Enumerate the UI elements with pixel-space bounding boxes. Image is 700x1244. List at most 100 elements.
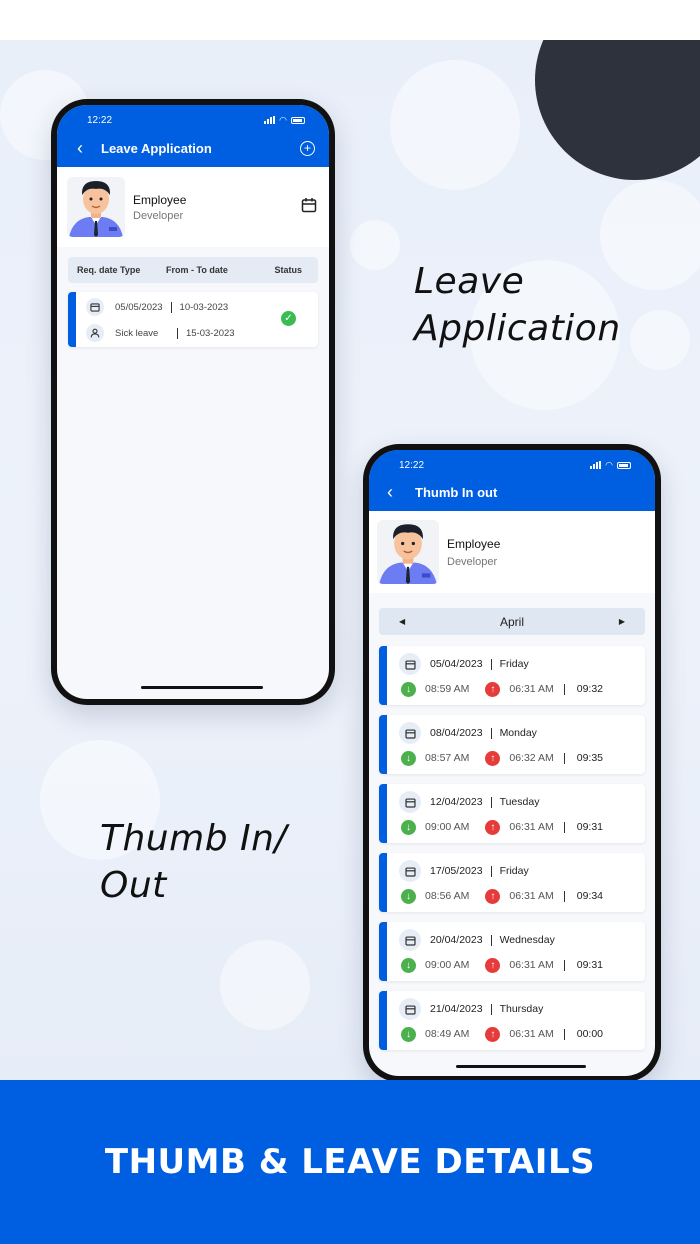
entry-day: Tuesday <box>499 796 540 808</box>
avatar <box>377 520 439 584</box>
duration: 09:35 <box>576 752 604 764</box>
home-indicator <box>141 686 263 689</box>
leave-request-row[interactable]: 05/05/2023 10-03-2023 Sick leave 15-03-2… <box>68 292 318 347</box>
arrow-down-icon: ↓ <box>401 819 416 835</box>
thumb-entry-row[interactable]: 05/04/2023 Friday ↓ 08:59 AM ↑ 06:31 AM … <box>379 646 645 705</box>
entry-date: 21/04/2023 <box>430 1003 483 1015</box>
footer-title: THUMB & LEAVE DETAILS <box>104 1142 596 1182</box>
header-req-date-type: Req. date Type <box>77 265 141 275</box>
entry-day: Friday <box>499 658 529 670</box>
top-strip <box>0 0 700 40</box>
arrow-down-icon: ↓ <box>401 888 416 904</box>
duration: 09:31 <box>576 959 604 971</box>
in-time: 08:57 AM <box>425 752 470 764</box>
calendar-icon <box>399 860 421 882</box>
arrow-down-icon: ↓ <box>401 1026 416 1042</box>
status-time: 12:22 <box>399 459 425 471</box>
thumb-entry-row[interactable]: 08/04/2023 Monday ↓ 08:57 AM ↑ 06:32 AM … <box>379 715 645 774</box>
status-bar: 12:22 ◠ <box>369 450 655 476</box>
employee-avatar-icon <box>67 177 125 237</box>
from-date: 10-03-2023 <box>179 301 229 313</box>
calendar-icon <box>399 722 421 744</box>
avatar <box>67 177 125 237</box>
back-button[interactable]: ‹ <box>77 137 83 158</box>
back-button[interactable]: ‹ <box>387 481 393 502</box>
user-icon <box>86 324 104 342</box>
in-time: 08:59 AM <box>425 683 470 695</box>
arrow-up-icon: ↑ <box>485 888 501 904</box>
duration: 09:34 <box>576 890 604 902</box>
thumb-screen: 12:22 ◠ ‹ Thumb In out <box>369 450 655 1076</box>
thumb-entry-row[interactable]: 12/04/2023 Tuesday ↓ 09:00 AM ↑ 06:31 AM… <box>379 784 645 843</box>
to-date: 15-03-2023 <box>186 327 235 339</box>
thumb-app-bar: 12:22 ◠ ‹ Thumb In out <box>369 450 655 511</box>
duration: 09:32 <box>576 683 604 695</box>
wifi-icon: ◠ <box>605 460 613 470</box>
profile-card: Employee Developer <box>369 511 655 593</box>
thumb-entry-row[interactable]: 17/05/2023 Friday ↓ 08:56 AM ↑ 06:31 AM … <box>379 853 645 912</box>
thumb-entry-row[interactable]: 20/04/2023 Wednesday ↓ 09:00 AM ↑ 06:31 … <box>379 922 645 981</box>
entry-date: 12/04/2023 <box>430 796 483 808</box>
out-time: 06:31 AM <box>509 821 554 833</box>
arrow-down-icon: ↓ <box>401 750 416 766</box>
calendar-icon <box>86 298 104 316</box>
caption-leave-application: Leave Application <box>414 261 621 349</box>
phone-thumb-in-out: 12:22 ◠ ‹ Thumb In out <box>363 444 661 1082</box>
footer-band: THUMB & LEAVE DETAILS <box>0 1080 700 1244</box>
page-title: Thumb In out <box>415 484 498 500</box>
caption-thumb-in-out: Thumb In/ Out <box>100 818 288 906</box>
next-month-button[interactable]: ▶ <box>618 617 625 626</box>
add-leave-button[interactable]: + <box>300 140 315 156</box>
status-time: 12:22 <box>87 114 113 126</box>
check-circle-icon: ✓ <box>281 311 296 326</box>
page-title: Leave Application <box>101 140 212 156</box>
calendar-icon <box>399 998 421 1020</box>
in-time: 08:49 AM <box>425 1028 470 1040</box>
signal-icon <box>590 461 602 469</box>
entry-day: Friday <box>499 865 529 877</box>
in-time: 09:00 AM <box>425 959 470 971</box>
arrow-down-icon: ↓ <box>401 957 416 973</box>
entry-date: 20/04/2023 <box>430 934 483 946</box>
out-time: 06:31 AM <box>509 683 554 695</box>
calendar-icon <box>399 791 421 813</box>
leave-screen: 12:22 ◠ ‹ Leave Application + <box>57 105 329 699</box>
prev-month-button[interactable]: ◀ <box>399 617 406 626</box>
arrow-up-icon: ↑ <box>485 681 501 697</box>
signal-icon <box>264 116 276 124</box>
status-bar: 12:22 ◠ <box>57 105 329 131</box>
thumb-entry-list: 05/04/2023 Friday ↓ 08:59 AM ↑ 06:31 AM … <box>379 646 645 1050</box>
entry-date: 08/04/2023 <box>430 727 483 739</box>
in-time: 08:56 AM <box>425 890 470 902</box>
in-time: 09:00 AM <box>425 821 470 833</box>
entry-date: 17/05/2023 <box>430 865 483 877</box>
thumb-entry-row[interactable]: 21/04/2023 Thursday ↓ 08:49 AM ↑ 06:31 A… <box>379 991 645 1050</box>
employee-name: Employee <box>133 192 187 207</box>
out-time: 06:31 AM <box>509 890 554 902</box>
leave-type: Sick leave <box>115 327 159 339</box>
entry-date: 05/04/2023 <box>430 658 483 670</box>
out-time: 06:31 AM <box>509 1028 554 1040</box>
battery-icon <box>617 461 631 469</box>
arrow-up-icon: ↑ <box>485 750 501 766</box>
entry-day: Monday <box>499 727 537 739</box>
profile-card: Employee Developer <box>57 167 329 247</box>
entry-day: Thursday <box>499 1003 544 1015</box>
leave-table-header: Req. date Type From - To date Status <box>68 257 318 283</box>
arrow-up-icon: ↑ <box>485 1026 501 1042</box>
battery-icon <box>291 116 305 124</box>
calendar-icon <box>399 653 421 675</box>
wifi-icon: ◠ <box>279 115 287 125</box>
duration: 00:00 <box>576 1028 604 1040</box>
arrow-up-icon: ↑ <box>485 957 501 973</box>
calendar-icon[interactable] <box>301 197 317 218</box>
home-indicator <box>456 1065 586 1068</box>
arrow-down-icon: ↓ <box>401 681 416 697</box>
header-from-to-date: From - To date <box>166 265 228 275</box>
month-label: April <box>499 614 524 629</box>
employee-role: Developer <box>447 555 498 568</box>
out-time: 06:31 AM <box>509 959 554 971</box>
header-status: Status <box>274 265 302 275</box>
employee-avatar-icon <box>377 520 439 584</box>
employee-role: Developer <box>133 209 184 222</box>
